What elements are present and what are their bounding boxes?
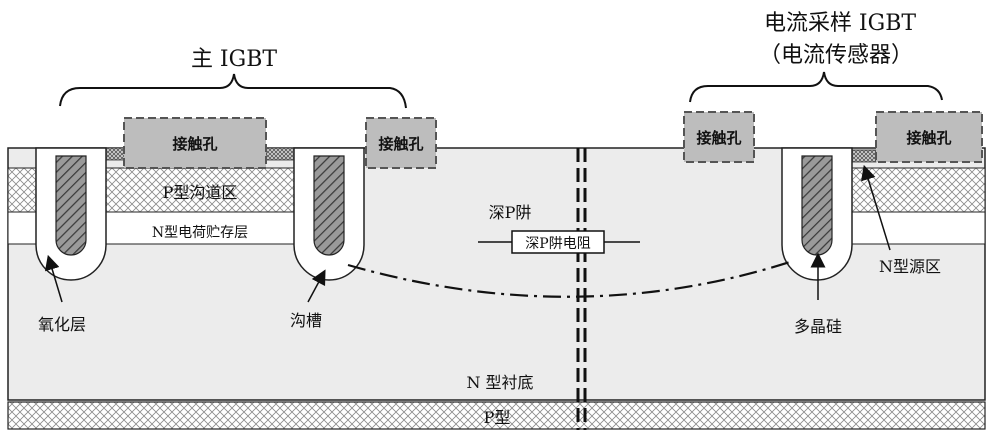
- title-main-igbt: 主 IGBT: [191, 47, 277, 72]
- arrow-trench: [307, 269, 326, 303]
- svg-text:接触孔: 接触孔: [696, 129, 741, 147]
- label-oxide: 氧化层: [38, 315, 86, 334]
- deep-p-resistor: 深P阱电阻: [478, 230, 640, 254]
- label-n-substrate: N 型衬底: [466, 373, 533, 392]
- trench-left: [35, 147, 107, 281]
- label-p-type: P型: [484, 408, 511, 427]
- p-channel-region-left: [7, 167, 37, 213]
- label-deep-p-well: 深P阱: [489, 203, 532, 222]
- n-source-strip: [265, 147, 295, 161]
- n-storage-layer-left: [7, 211, 37, 245]
- contact-hole-4: 接触孔: [875, 111, 983, 163]
- contact-hole-3: 接触孔: [683, 111, 755, 163]
- arrow-oxide: [44, 254, 63, 303]
- title-sense-igbt: 电流采样 IGBT: [764, 11, 916, 36]
- svg-text:接触孔: 接触孔: [378, 135, 423, 153]
- brace-sense-igbt: [689, 71, 943, 103]
- brace-main-igbt: [59, 73, 407, 109]
- p-channel-region-right: [847, 167, 986, 213]
- trench-right: [781, 147, 853, 281]
- label-n-source: N型源区: [879, 257, 941, 276]
- deep-p-well-boundary: [347, 260, 791, 298]
- contact-hole-1: 接触孔: [123, 117, 267, 169]
- svg-text:接触孔: 接触孔: [906, 129, 951, 147]
- svg-text:接触孔: 接触孔: [172, 135, 217, 153]
- label-p-channel: P型沟道区: [163, 183, 238, 202]
- title-sense-igbt-sub: （电流传感器）: [759, 43, 913, 68]
- svg-text:深P阱电阻: 深P阱电阻: [525, 236, 590, 252]
- contact-hole-2: 接触孔: [365, 117, 437, 169]
- trench-middle: [293, 147, 365, 281]
- arrow-n-source: [861, 164, 891, 251]
- label-n-storage: N型电荷贮存层: [152, 225, 248, 241]
- p-type-layer: [7, 401, 986, 430]
- n-storage-layer-right: [847, 211, 986, 245]
- label-trench: 沟槽: [290, 311, 322, 330]
- label-polysilicon: 多晶硅: [794, 317, 842, 336]
